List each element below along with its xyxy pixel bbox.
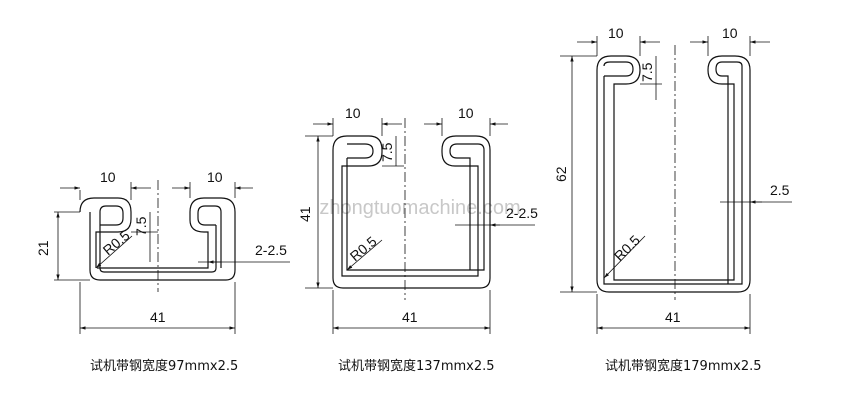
profile-large-dim-thickness: 2.5: [770, 182, 790, 198]
profile-large: [560, 36, 792, 334]
profile-small-dim-width: 41: [150, 309, 166, 325]
profile-large-dim-radius: R0.5: [611, 232, 643, 264]
profile-small-dim-thickness: 2-2.5: [255, 242, 287, 258]
profile-medium-inner: [346, 143, 485, 271]
profile-large-dim-flange-left: 10: [608, 25, 624, 41]
profile-small-dim-flange-right: 10: [207, 169, 223, 185]
profile-large-inner: [603, 61, 743, 285]
profile-large-dim-width: 41: [665, 309, 681, 325]
profile-small-left-lip: [79, 197, 132, 268]
profile-small-dim-lip: 7.5: [133, 216, 149, 236]
profile-medium-dim-flange-right: 10: [458, 105, 474, 121]
profile-medium-outline: [332, 135, 491, 289]
profile-medium-dim-width: 41: [402, 309, 418, 325]
profile-small: [54, 180, 290, 334]
profile-large-dim-lip: 7.5: [639, 62, 655, 82]
profile-large-dim-height: 62: [553, 166, 569, 182]
profile-small-caption: 试机带钢宽度97mmx2.5: [90, 358, 238, 374]
profile-large-dim-flange-right: 10: [722, 25, 738, 41]
profile-medium-dim-lip: 7.5: [379, 142, 395, 162]
profile-medium-dim-radius: R0.5: [347, 233, 380, 264]
profile-medium: [305, 118, 535, 334]
profile-large-outline: [596, 55, 751, 293]
profile-small-dim-flange-left: 10: [100, 169, 116, 185]
profile-small-dim-height: 21: [35, 240, 51, 256]
profile-medium-dim-height: 41: [297, 206, 313, 222]
profile-medium-dim-thickness: 2-2.5: [506, 205, 538, 221]
profile-medium-caption: 试机带钢宽度137mmx2.5: [338, 358, 495, 374]
profile-medium-dim-flange-left: 10: [345, 105, 361, 121]
profile-large-caption: 试机带钢宽度179mmx2.5: [605, 358, 762, 374]
